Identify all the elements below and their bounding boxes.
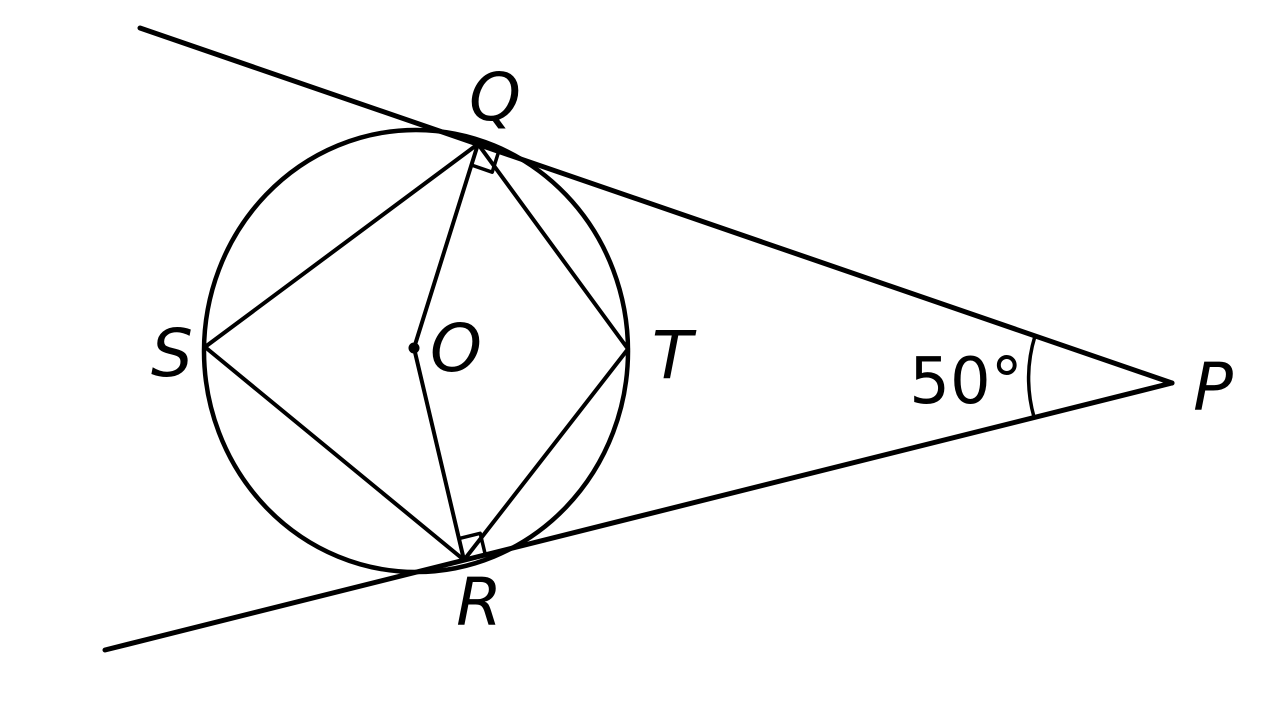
tangent-line-upper <box>137 25 1175 386</box>
radius-o-r <box>412 346 466 562</box>
chord-q-t <box>476 142 630 351</box>
right-angle-mark-r <box>457 531 488 557</box>
angle-arc <box>1026 334 1037 419</box>
label-p: P <box>1193 349 1233 426</box>
chord-s-r <box>203 345 466 562</box>
center-dot <box>408 342 420 354</box>
label-r: R <box>456 564 502 641</box>
chord-s-q <box>203 142 480 349</box>
angle-value-label: 50° <box>909 345 1022 419</box>
radius-o-q <box>412 142 480 350</box>
chord-r-t <box>462 347 630 562</box>
tangent-line-lower <box>102 380 1175 653</box>
label-q: Q <box>469 59 521 136</box>
label-o: O <box>430 310 482 387</box>
label-s: S <box>151 315 193 392</box>
right-angle-mark-q <box>469 149 501 174</box>
label-t: T <box>652 317 697 394</box>
